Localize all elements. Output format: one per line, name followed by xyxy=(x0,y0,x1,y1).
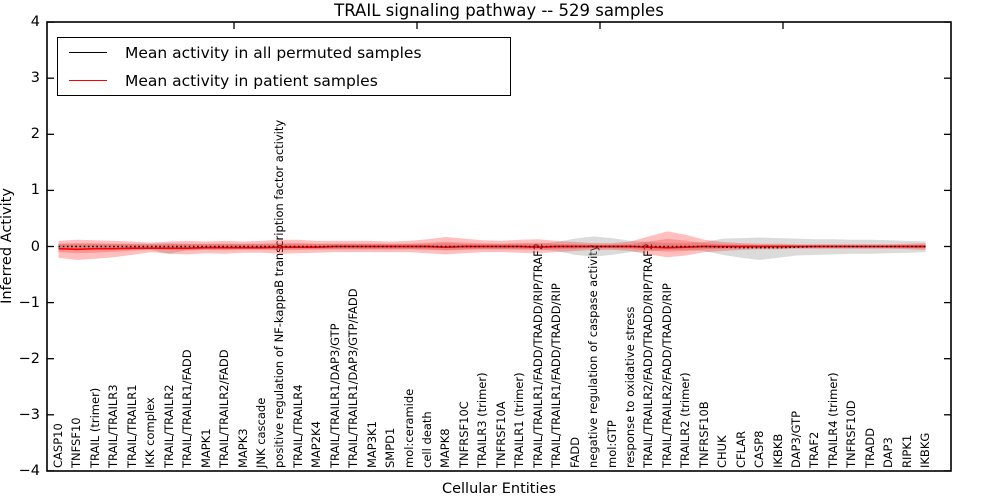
x-axis-title: Cellular Entities xyxy=(441,481,557,497)
y-tick-label: 3 xyxy=(30,70,40,87)
legend-label: Mean activity in all permuted samples xyxy=(125,43,422,62)
y-tick-label: −3 xyxy=(18,406,40,423)
black-line-sample-icon xyxy=(69,52,107,53)
permuted-range-band xyxy=(58,236,926,260)
y-tick-label: −4 xyxy=(18,462,40,479)
permuted-mean-line xyxy=(58,245,926,249)
legend-label: Mean activity in patient samples xyxy=(125,71,378,90)
chart-title: TRAIL signaling pathway -- 529 samples xyxy=(334,1,664,20)
legend-entry-patient: Mean activity in patient samples xyxy=(69,70,510,92)
y-tick-label: 1 xyxy=(30,182,40,199)
red-line-sample-icon xyxy=(69,80,107,81)
y-tick-label: 4 xyxy=(30,14,40,31)
y-tick-label: 0 xyxy=(30,238,40,255)
y-tick-label: −1 xyxy=(18,294,40,311)
y-tick-label: −2 xyxy=(18,350,40,367)
legend: Mean activity in all permuted samples Me… xyxy=(57,37,511,96)
y-tick-label: 2 xyxy=(30,126,40,143)
legend-entry-permuted: Mean activity in all permuted samples xyxy=(69,42,510,64)
